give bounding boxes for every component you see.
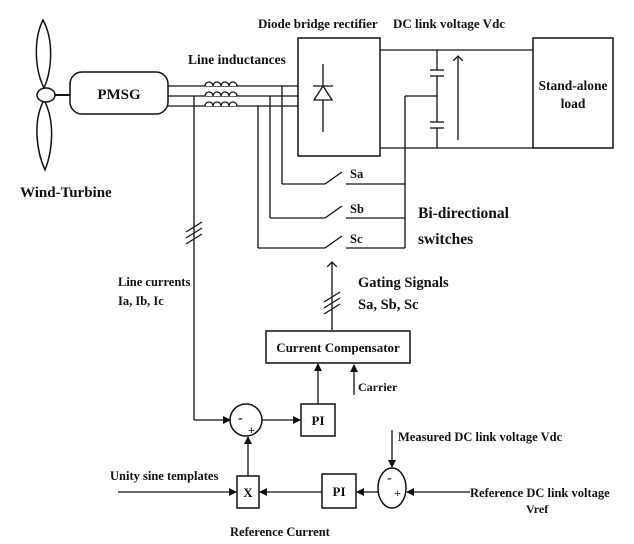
line-currents-label-line1: Line currents — [118, 275, 190, 289]
upper-pi-label: PI — [312, 413, 325, 428]
pmsg-block — [69, 71, 169, 115]
bidirectional-label-line2: switches — [418, 231, 473, 248]
lower-pi-label: PI — [333, 484, 346, 499]
line-current-feedback — [185, 96, 231, 424]
gating-signal-bus — [323, 262, 341, 330]
multiplier-label: X — [243, 485, 253, 500]
lower-sum-minus: - — [387, 471, 392, 486]
wind-turbine-label: Wind-Turbine — [20, 185, 112, 201]
switch-sc-label: Sc — [350, 232, 363, 246]
upper-pi-block — [300, 403, 336, 437]
current-compensator-label: Current Compensator — [276, 340, 400, 355]
reference-dc-label-line1: Reference DC link voltage — [470, 486, 610, 500]
gating-signals-label-line1: Gating Signals — [358, 275, 449, 291]
upper-sum-plus: + — [248, 423, 255, 437]
carrier-label: Carrier — [358, 380, 398, 394]
line-inductances-label: Line inductances — [188, 52, 286, 67]
switch-sb-label: Sb — [350, 202, 364, 216]
wind-turbine-icon — [35, 18, 70, 172]
measured-dc-label: Measured DC link voltage Vdc — [398, 430, 563, 444]
switch-network — [257, 86, 437, 249]
diode-icon — [312, 64, 334, 132]
reference-dc-label-line2: Vref — [526, 502, 549, 516]
gating-signals-label-line2: Sa, Sb, Sc — [358, 297, 419, 313]
lower-sum-plus: + — [394, 486, 401, 500]
upper-sum-minus: - — [238, 411, 243, 426]
upper-summing-junction — [229, 403, 263, 437]
pmsg-label: PMSG — [97, 87, 141, 103]
inductor-icon — [204, 81, 238, 107]
line-currents-label-line2: Ia, Ib, Ic — [118, 294, 164, 308]
diode-bridge-label: Diode bridge rectifier — [258, 16, 378, 31]
bidirectional-label-line1: Bi-directional — [418, 205, 510, 222]
load-label-line2: load — [561, 96, 586, 111]
unity-sine-label: Unity sine templates — [110, 469, 218, 483]
lower-summing-junction — [377, 467, 407, 509]
switch-sa-label: Sa — [350, 167, 364, 181]
dc-link-label: DC link voltage Vdc — [393, 16, 505, 31]
reference-current-label: Reference Current — [230, 525, 331, 539]
load-block — [532, 37, 614, 149]
load-label-line1: Stand-alone — [538, 78, 607, 93]
current-compensator-block — [265, 330, 411, 364]
dc-link-wires — [380, 49, 533, 149]
diode-bridge-block — [297, 37, 381, 157]
